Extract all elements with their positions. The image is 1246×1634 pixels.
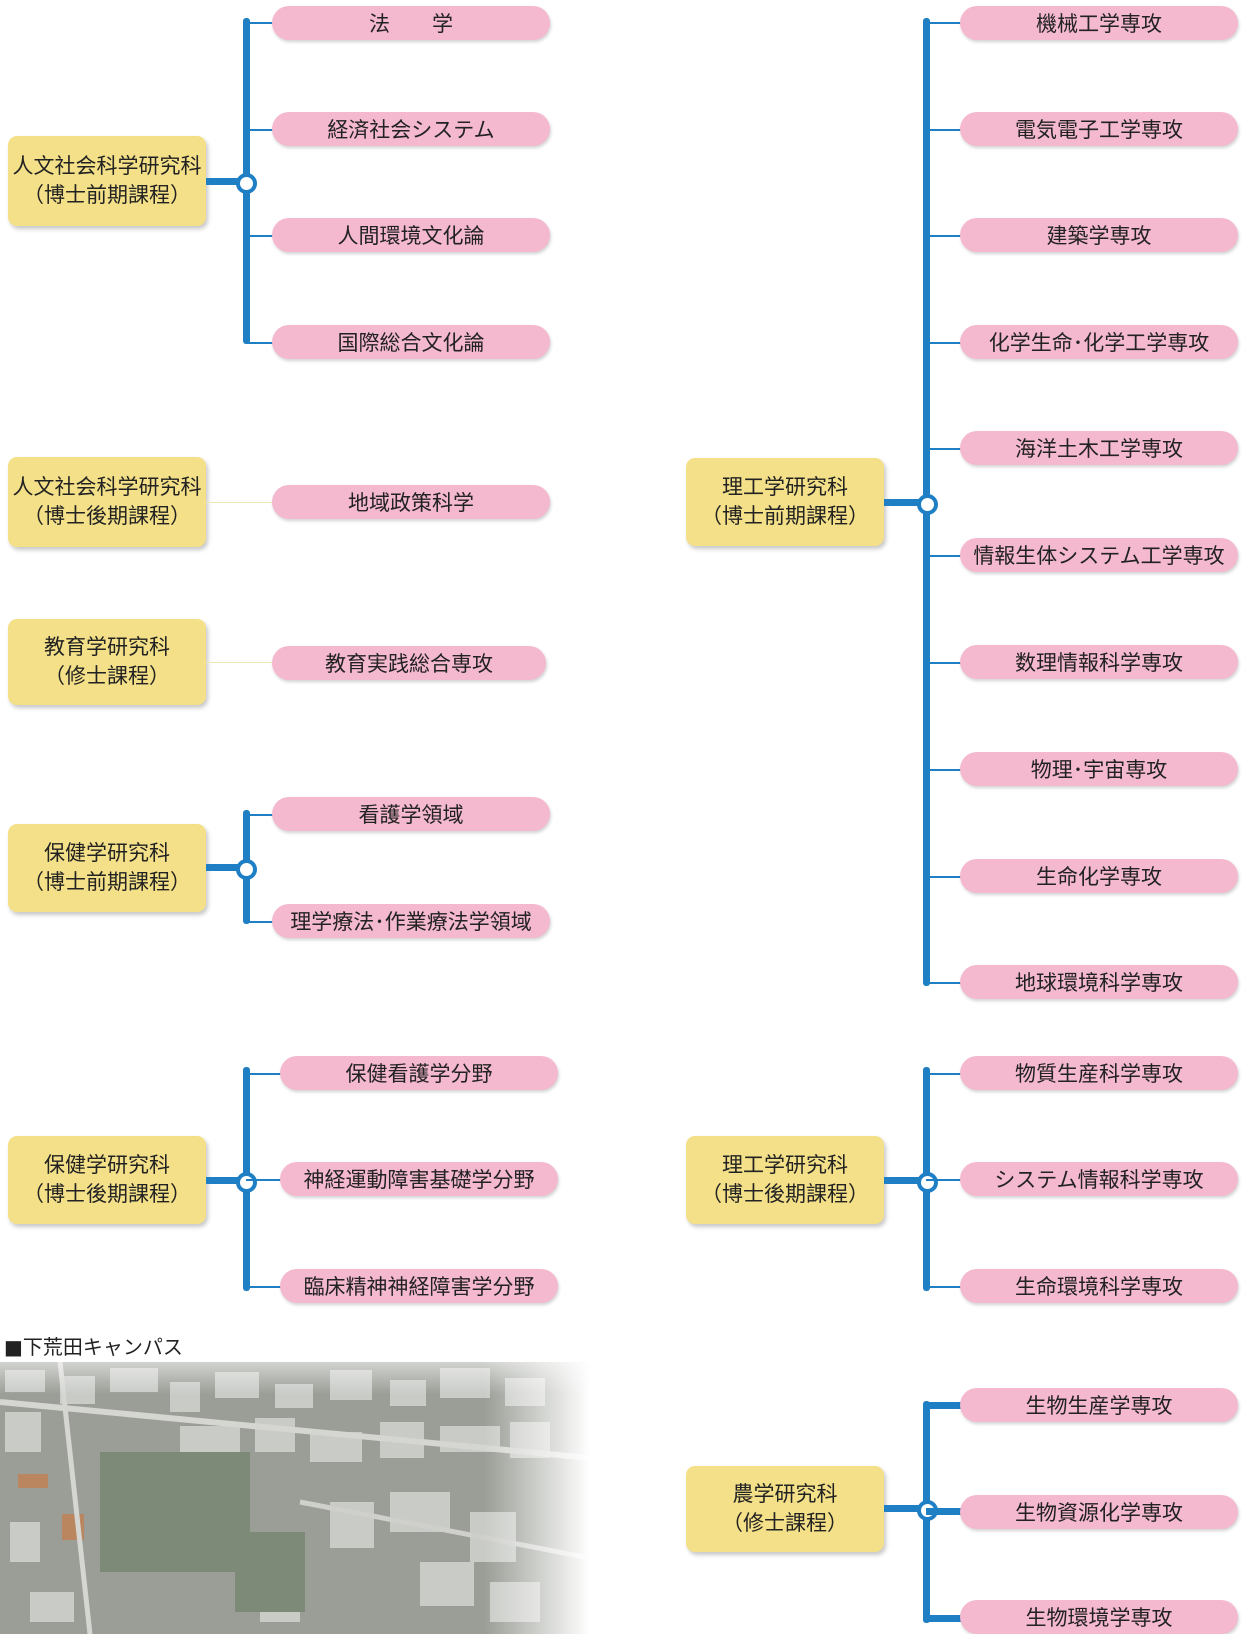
major-pill: 人間環境文化論 <box>272 218 550 252</box>
kyoiku-sub: （修士課程） <box>44 664 170 688</box>
hoken-master-node <box>236 859 257 880</box>
major-pill: 臨床精神神経障害学分野 <box>280 1269 558 1303</box>
riko-doctor-tick <box>926 1073 962 1075</box>
jinbun-doctor-title: 人文社会科学研究科 <box>12 475 202 499</box>
hoken-doctor-tick <box>246 1073 282 1075</box>
riko-master-tick <box>926 876 962 878</box>
major-pill: 情報生体システム工学専攻 <box>960 538 1238 572</box>
major-pill: 理学療法･作業療法学領域 <box>272 904 550 938</box>
jinbun-master-node <box>236 173 257 194</box>
riko-doctor-tick <box>926 1286 962 1288</box>
major-pill: 電気電子工学専攻 <box>960 112 1238 146</box>
riko-master-tick <box>926 769 962 771</box>
hoken-master-title: 保健学研究科 <box>44 841 170 865</box>
hoken-doctor-box: 保健学研究科 （博士後期課程） <box>8 1136 206 1224</box>
riko-master-tick <box>926 129 962 131</box>
major-pill: 機械工学専攻 <box>960 6 1238 40</box>
hoken-doctor-tick <box>246 1179 282 1181</box>
kyoiku-title: 教育学研究科 <box>44 635 170 659</box>
jinbun-master-box: 人文社会科学研究科 （博士前期課程） <box>8 136 206 226</box>
riko-doctor-sub: （博士後期課程） <box>701 1182 869 1206</box>
major-pill: 海洋土木工学専攻 <box>960 431 1238 465</box>
nogaku-connector <box>884 1505 924 1512</box>
jinbun-master-tick <box>246 22 274 24</box>
major-pill: 神経運動障害基礎学分野 <box>280 1162 558 1196</box>
aerial-photo-graphic <box>0 1362 590 1634</box>
hoken-doctor-sub: （博士後期課程） <box>23 1182 191 1206</box>
major-pill: 看護学領域 <box>272 797 550 831</box>
hoken-master-connector <box>206 864 238 871</box>
hoken-master-tick <box>246 921 274 923</box>
riko-doctor-node <box>917 1172 938 1193</box>
riko-master-sub: （博士前期課程） <box>701 504 869 528</box>
riko-master-connector <box>884 499 924 506</box>
jinbun-doctor-sub: （博士後期課程） <box>23 504 191 528</box>
major-pill: 生物環境学専攻 <box>960 1600 1238 1634</box>
major-pill: 生物生産学専攻 <box>960 1388 1238 1422</box>
jinbun-master-tick <box>246 129 274 131</box>
riko-master-box: 理工学研究科 （博士前期課程） <box>686 458 884 546</box>
jinbun-master-tick <box>246 342 274 344</box>
kyoiku-connector <box>206 662 272 663</box>
kyoiku-box: 教育学研究科 （修士課程） <box>8 619 206 705</box>
riko-master-tick <box>926 342 962 344</box>
riko-master-tick <box>926 448 962 450</box>
riko-doctor-connector <box>884 1177 924 1184</box>
major-pill: 地球環境科学専攻 <box>960 965 1238 999</box>
hoken-master-tick <box>246 814 274 816</box>
major-pill: 保健看護学分野 <box>280 1056 558 1090</box>
riko-master-node <box>917 494 938 515</box>
riko-master-title: 理工学研究科 <box>722 475 848 499</box>
jinbun-master-sub: （博士前期課程） <box>23 183 191 207</box>
riko-master-tick <box>926 235 962 237</box>
hoken-master-box: 保健学研究科 （博士前期課程） <box>8 824 206 912</box>
jinbun-doctor-connector <box>206 502 272 503</box>
jinbun-master-connector <box>206 178 238 185</box>
hoken-doctor-title: 保健学研究科 <box>44 1153 170 1177</box>
jinbun-doctor-box: 人文社会科学研究科 （博士後期課程） <box>8 457 206 547</box>
nogaku-sub: （修士課程） <box>722 1511 848 1535</box>
nogaku-tick <box>926 1402 962 1409</box>
riko-doctor-tick <box>926 1179 962 1181</box>
nogaku-title: 農学研究科 <box>732 1482 838 1506</box>
riko-master-tick <box>926 555 962 557</box>
major-pill: 建築学専攻 <box>960 218 1238 252</box>
major-pill: 生命化学専攻 <box>960 859 1238 893</box>
riko-doctor-box: 理工学研究科 （博士後期課程） <box>686 1136 884 1224</box>
nogaku-tick <box>926 1615 962 1622</box>
hoken-doctor-connector <box>206 1177 238 1184</box>
major-pill: 地域政策科学 <box>272 485 550 519</box>
hoken-master-sub: （博士前期課程） <box>23 870 191 894</box>
major-pill: システム情報科学専攻 <box>960 1162 1238 1196</box>
hoken-doctor-tick <box>246 1286 282 1288</box>
jinbun-master-tick <box>246 235 274 237</box>
nogaku-box: 農学研究科 （修士課程） <box>686 1466 884 1552</box>
major-pill: 物質生産科学専攻 <box>960 1056 1238 1090</box>
nogaku-tick <box>926 1508 962 1515</box>
major-pill: 数理情報科学専攻 <box>960 645 1238 679</box>
campus-caption: ■下荒田キャンパス <box>4 1335 183 1359</box>
major-pill: 教育実践総合専攻 <box>272 646 546 680</box>
major-pill: 生物資源化学専攻 <box>960 1495 1238 1529</box>
major-pill: 生命環境科学専攻 <box>960 1269 1238 1303</box>
riko-master-tick <box>926 982 962 984</box>
major-pill: 物理･宇宙専攻 <box>960 752 1238 786</box>
riko-master-tick <box>926 22 962 24</box>
major-pill: 経済社会システム <box>272 112 550 146</box>
major-pill: 法 学 <box>272 6 550 40</box>
campus-aerial-photo <box>0 1362 590 1634</box>
major-pill: 化学生命･化学工学専攻 <box>960 325 1238 359</box>
riko-doctor-title: 理工学研究科 <box>722 1153 848 1177</box>
jinbun-master-title: 人文社会科学研究科 <box>12 154 202 178</box>
hoken-doctor-node <box>236 1172 257 1193</box>
major-pill: 国際総合文化論 <box>272 325 550 359</box>
riko-master-tick <box>926 662 962 664</box>
